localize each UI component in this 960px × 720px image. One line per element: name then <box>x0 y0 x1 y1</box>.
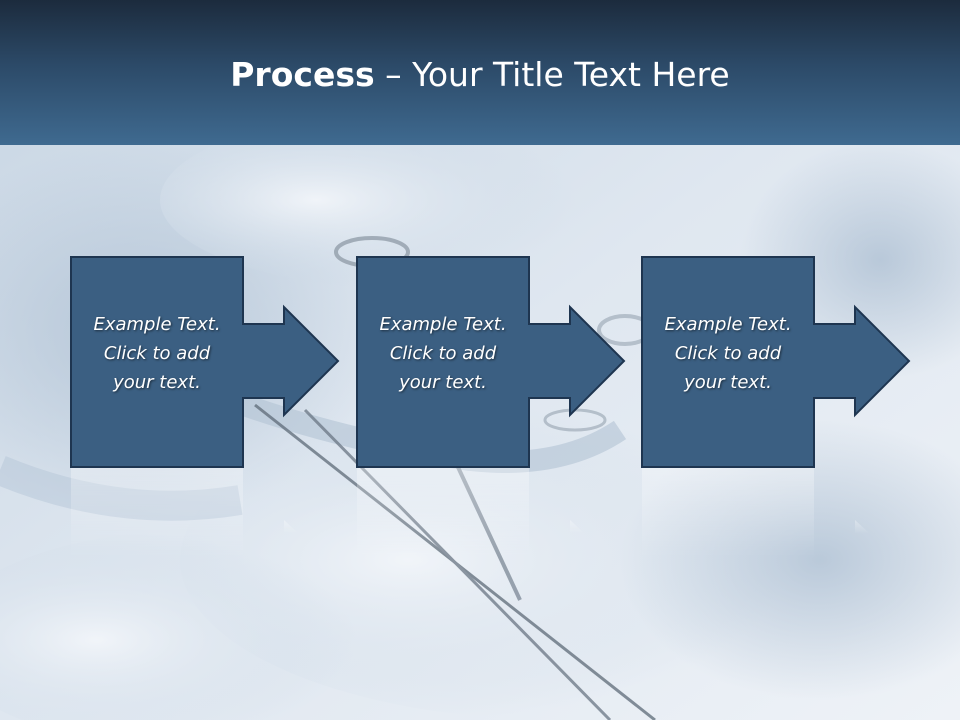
step-text-line: your text. <box>684 372 772 393</box>
step-text-line: your text. <box>113 372 201 393</box>
title-rest: – Your Title Text Here <box>374 55 730 94</box>
step-text-line: Click to add <box>389 343 497 364</box>
right-arrow-icon <box>70 256 340 468</box>
step-text-line: Click to add <box>103 343 211 364</box>
title-bold: Process <box>230 55 375 94</box>
step-reflection <box>71 468 299 558</box>
process-step-2[interactable]: Example Text. Click to add your text. <box>356 256 627 468</box>
right-arrow-icon <box>641 256 911 468</box>
title-bar <box>0 0 960 145</box>
step-shape <box>70 256 340 468</box>
process-step-3[interactable]: Example Text. Click to add your text. <box>641 256 912 468</box>
step-text[interactable]: Example Text. Click to add your text. <box>357 310 529 397</box>
step-reflection <box>357 468 585 558</box>
step-text-line: Example Text. <box>664 314 792 335</box>
step-text[interactable]: Example Text. Click to add your text. <box>642 310 814 397</box>
step-text-line: your text. <box>399 372 487 393</box>
step-reflection <box>642 468 870 558</box>
step-text-line: Example Text. <box>379 314 507 335</box>
slide-title[interactable]: Process – Your Title Text Here <box>0 52 960 98</box>
process-step-1[interactable]: Example Text. Click to add your text. <box>70 256 341 468</box>
right-arrow-icon <box>356 256 626 468</box>
step-text-line: Example Text. <box>93 314 221 335</box>
step-text[interactable]: Example Text. Click to add your text. <box>71 310 243 397</box>
step-text-line: Click to add <box>674 343 782 364</box>
step-shape <box>641 256 911 468</box>
step-shape <box>356 256 626 468</box>
